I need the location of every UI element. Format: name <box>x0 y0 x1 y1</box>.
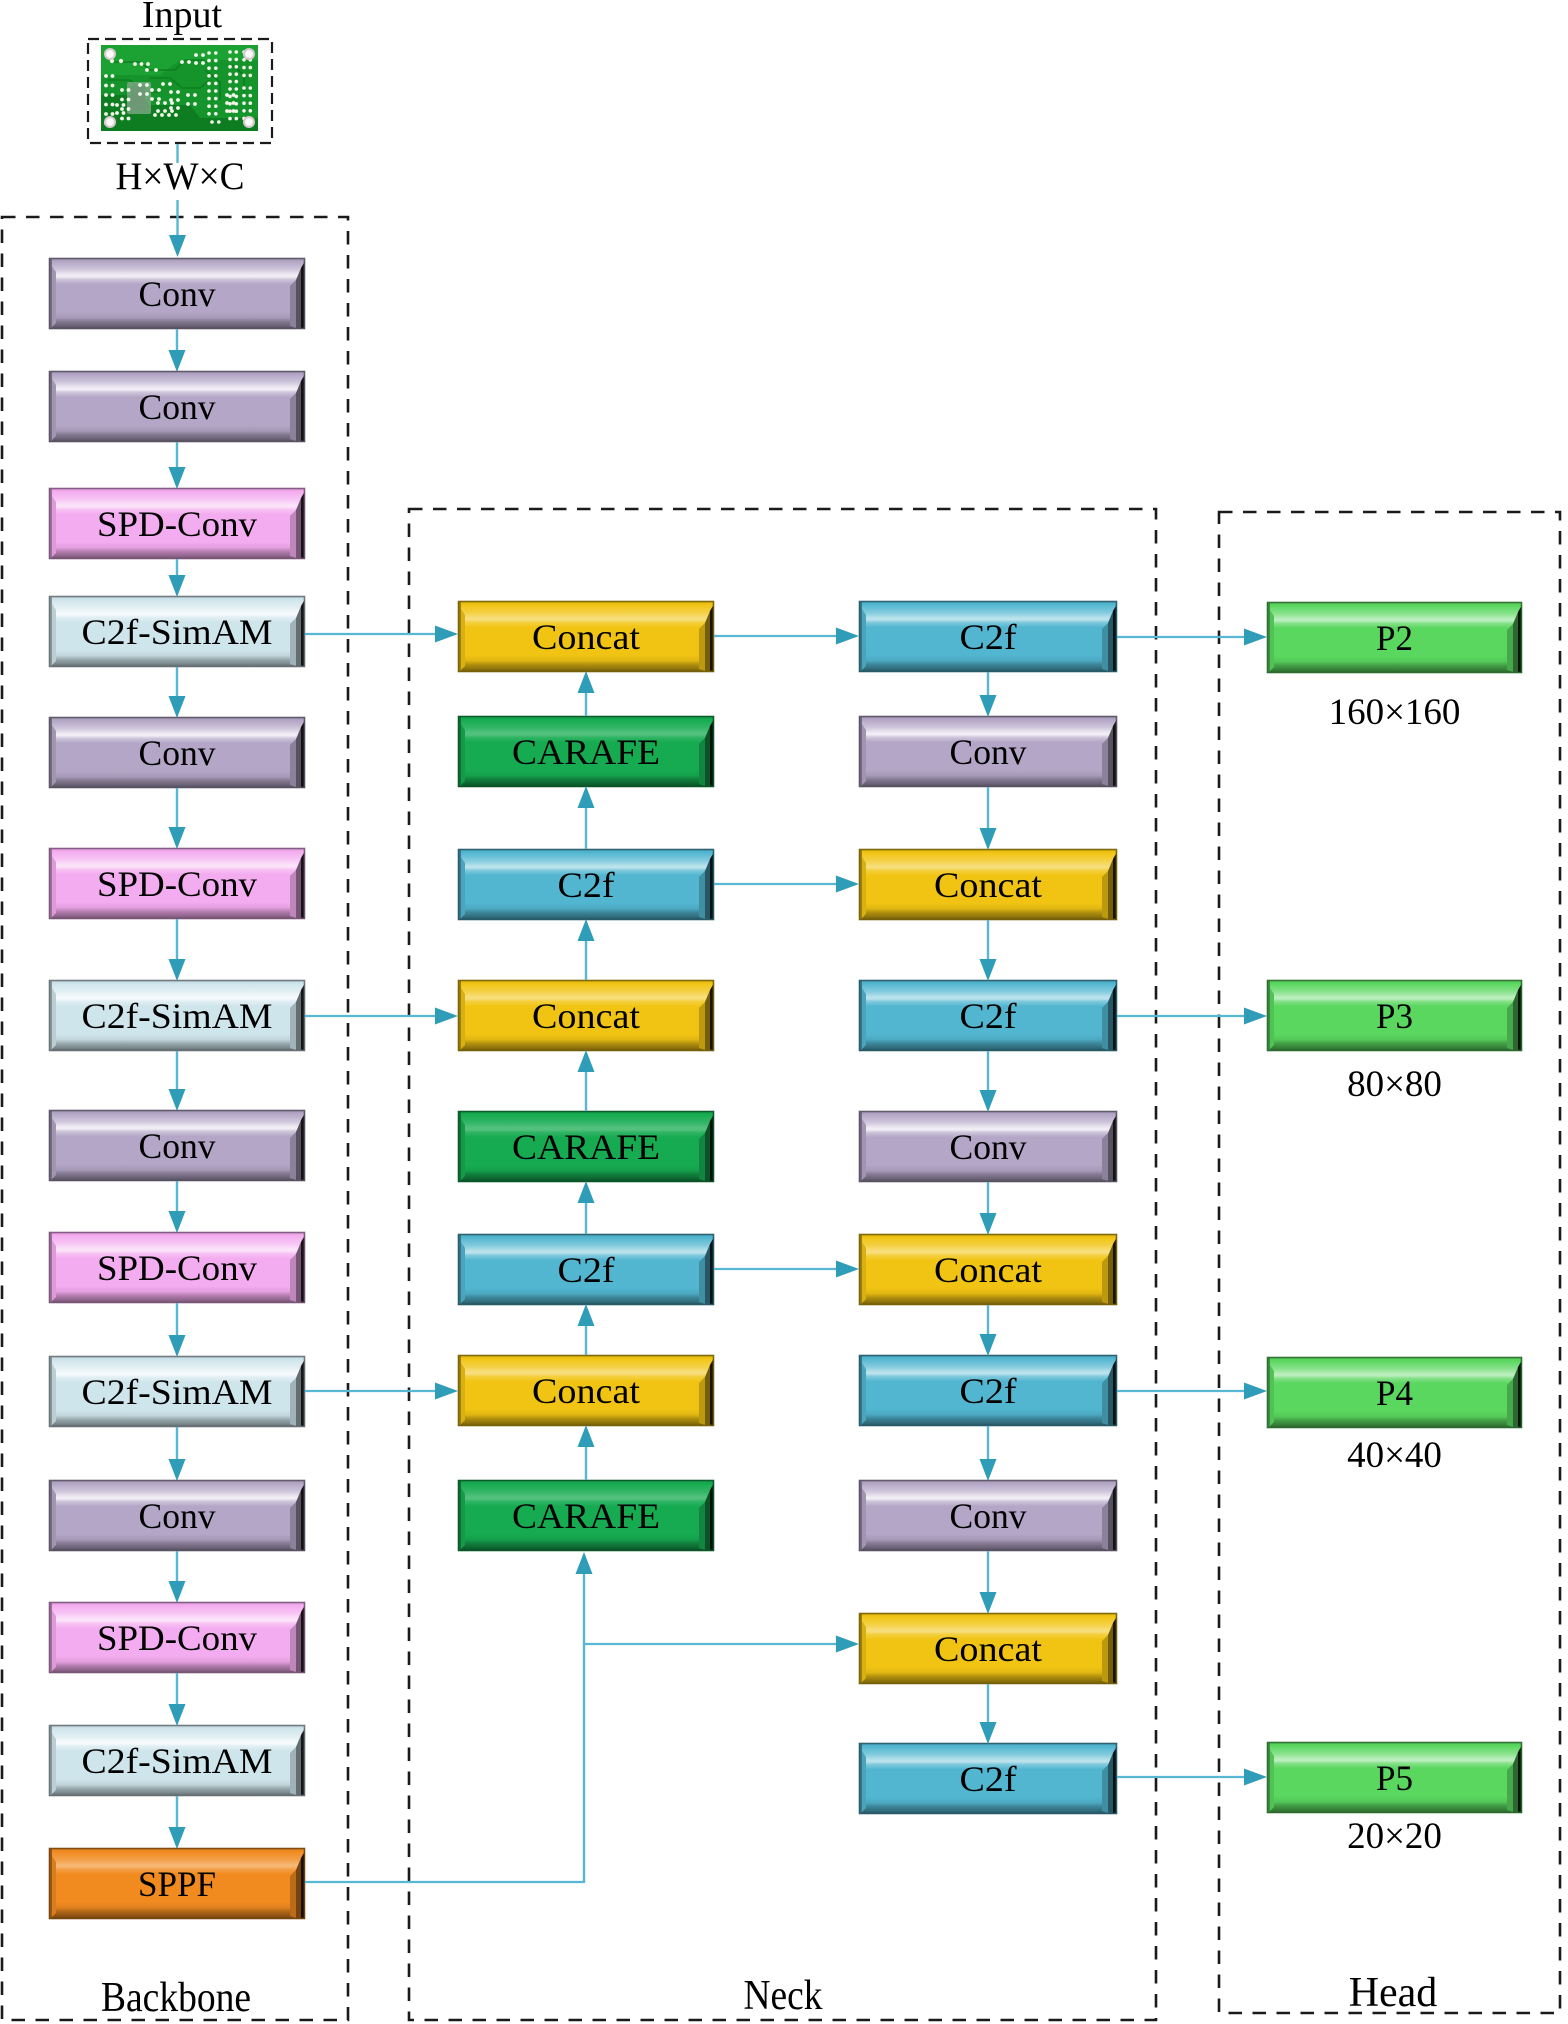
svg-text:Concat: Concat <box>934 1629 1042 1669</box>
svg-text:P5: P5 <box>1376 1758 1413 1798</box>
svg-text:P3: P3 <box>1376 996 1413 1036</box>
svg-text:Conv: Conv <box>139 274 216 314</box>
svg-text:20×20: 20×20 <box>1347 1816 1442 1857</box>
svg-text:Concat: Concat <box>934 865 1042 905</box>
svg-text:CARAFE: CARAFE <box>512 1496 660 1536</box>
svg-text:SPD-Conv: SPD-Conv <box>97 1248 257 1288</box>
svg-text:C2f-SimAM: C2f-SimAM <box>82 1372 273 1412</box>
svg-text:Conv: Conv <box>950 1496 1027 1536</box>
svg-text:Input: Input <box>142 0 223 36</box>
svg-text:C2f-SimAM: C2f-SimAM <box>82 612 273 652</box>
svg-text:P4: P4 <box>1376 1373 1413 1413</box>
svg-text:P2: P2 <box>1376 618 1413 658</box>
svg-text:Concat: Concat <box>532 1371 640 1411</box>
svg-text:SPD-Conv: SPD-Conv <box>97 1618 257 1658</box>
svg-text:Neck: Neck <box>744 1973 823 2019</box>
svg-text:Conv: Conv <box>139 733 216 773</box>
svg-text:Concat: Concat <box>532 617 640 657</box>
svg-text:SPD-Conv: SPD-Conv <box>97 504 257 544</box>
svg-text:C2f: C2f <box>960 996 1017 1036</box>
svg-text:Concat: Concat <box>934 1250 1042 1290</box>
svg-text:H×W×C: H×W×C <box>116 155 245 198</box>
svg-text:C2f-SimAM: C2f-SimAM <box>82 996 273 1036</box>
svg-text:Conv: Conv <box>950 732 1027 772</box>
svg-text:Conv: Conv <box>950 1127 1027 1167</box>
svg-text:C2f: C2f <box>558 865 615 905</box>
svg-text:Conv: Conv <box>139 387 216 427</box>
svg-text:Concat: Concat <box>532 996 640 1036</box>
svg-text:160×160: 160×160 <box>1329 692 1461 733</box>
svg-text:80×80: 80×80 <box>1347 1064 1442 1105</box>
svg-text:Conv: Conv <box>139 1126 216 1166</box>
svg-text:C2f-SimAM: C2f-SimAM <box>82 1741 273 1781</box>
svg-text:SPPF: SPPF <box>138 1864 216 1904</box>
svg-text:CARAFE: CARAFE <box>512 732 660 772</box>
svg-text:C2f: C2f <box>558 1250 615 1290</box>
svg-text:Backbone: Backbone <box>101 1975 251 2021</box>
svg-text:40×40: 40×40 <box>1347 1435 1442 1476</box>
svg-text:C2f: C2f <box>960 1371 1017 1411</box>
svg-text:CARAFE: CARAFE <box>512 1127 660 1167</box>
svg-text:C2f: C2f <box>960 1759 1017 1799</box>
svg-text:C2f: C2f <box>960 617 1017 657</box>
svg-text:Head: Head <box>1349 1970 1438 2016</box>
svg-text:SPD-Conv: SPD-Conv <box>97 864 257 904</box>
svg-text:Conv: Conv <box>139 1496 216 1536</box>
